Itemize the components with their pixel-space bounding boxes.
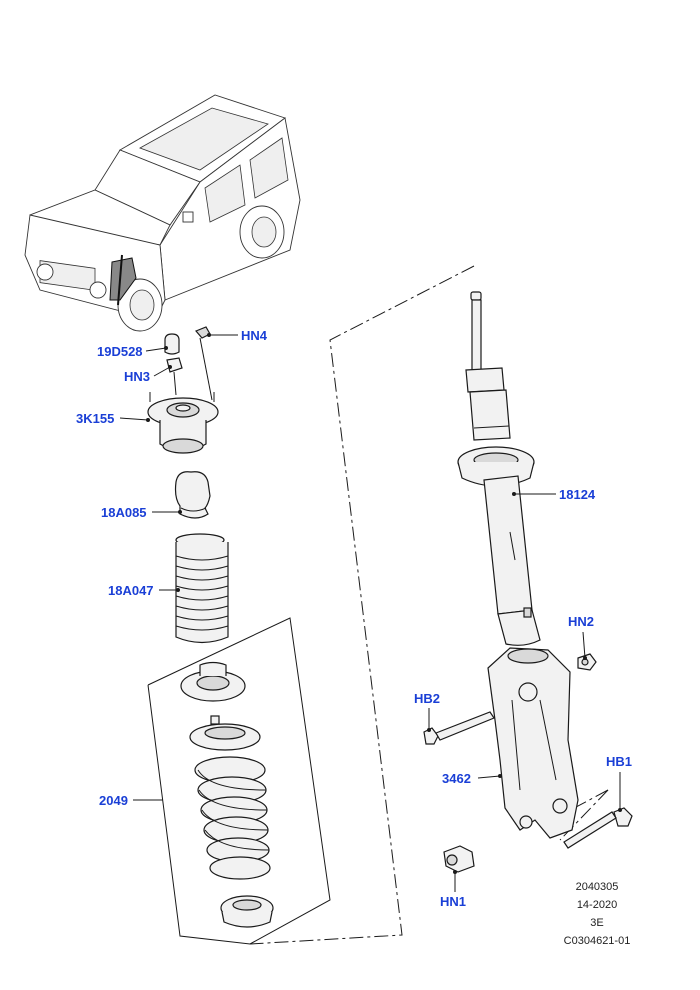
- part-upper-spring-seat[interactable]: [180, 661, 246, 702]
- callout-18124[interactable]: 18124: [559, 487, 596, 502]
- part-lower-spring-seat[interactable]: [220, 895, 274, 928]
- part-hb1-bolt[interactable]: [563, 807, 633, 849]
- part-2049-coil-spring[interactable]: [194, 756, 271, 880]
- callout-hb1[interactable]: HB1: [606, 754, 632, 769]
- part-3k155-top-mount[interactable]: [147, 392, 219, 454]
- callout-2049[interactable]: 2049: [99, 793, 128, 808]
- assembly-lines: [249, 265, 609, 945]
- part-spring-isolator[interactable]: [189, 715, 261, 751]
- reference-line-2: 14-2020: [577, 899, 617, 911]
- part-hb2-bolt[interactable]: [423, 711, 495, 745]
- callout-3462[interactable]: 3462: [442, 771, 471, 786]
- part-18a047-dust-boot[interactable]: [175, 533, 229, 644]
- reference-line-4: C0304621-01: [564, 935, 631, 947]
- part-3462-knuckle[interactable]: [487, 647, 579, 839]
- part-18124-strut[interactable]: [457, 291, 541, 646]
- vehicle-illustration: [24, 94, 301, 332]
- callout-hn2[interactable]: HN2: [568, 614, 594, 629]
- callout-hb2[interactable]: HB2: [414, 691, 440, 706]
- callout-18a047[interactable]: 18A047: [108, 583, 154, 598]
- reference-block: 2040305 14-2020 3E C0304621-01: [564, 881, 631, 947]
- part-hn4-nut[interactable]: [194, 326, 213, 401]
- callout-labels: 19D528 HN4 HN3 3K155 18A085 18A047 2049 …: [76, 328, 632, 909]
- callout-3k155[interactable]: 3K155: [76, 411, 114, 426]
- callout-hn4[interactable]: HN4: [241, 328, 268, 343]
- part-18a085-bump-stop[interactable]: [174, 471, 211, 519]
- reference-line-1: 2040305: [576, 881, 619, 893]
- spring-group-outline: [147, 617, 331, 945]
- part-19d528-cap[interactable]: [164, 333, 180, 355]
- left-parts-stack: [119, 326, 331, 945]
- right-leaders: [427, 492, 622, 892]
- part-hn3-nut[interactable]: [166, 357, 183, 396]
- part-hn2-nut[interactable]: [577, 653, 597, 671]
- callout-hn1[interactable]: HN1: [440, 894, 466, 909]
- left-leaders: [119, 333, 238, 801]
- right-parts: [423, 291, 633, 892]
- reference-line-3: 3E: [590, 917, 603, 929]
- callout-18a085[interactable]: 18A085: [101, 505, 147, 520]
- part-hn1-nut[interactable]: [443, 845, 475, 873]
- callout-hn3[interactable]: HN3: [124, 369, 150, 384]
- callout-19d528[interactable]: 19D528: [97, 344, 143, 359]
